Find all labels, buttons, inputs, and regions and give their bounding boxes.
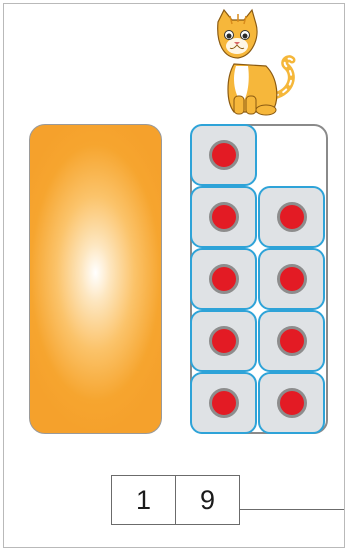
counter-dot — [209, 326, 239, 356]
cat-icon — [212, 8, 302, 120]
ones-cube — [190, 310, 257, 372]
counter-dot — [277, 264, 307, 294]
ones-cube — [190, 372, 257, 434]
ones-cube — [190, 124, 257, 186]
ones-cube — [258, 248, 325, 310]
ones-cube — [258, 310, 325, 372]
counter-dot — [209, 388, 239, 418]
ones-cube — [190, 248, 257, 310]
ones-cube — [258, 186, 325, 248]
counter-dot — [277, 388, 307, 418]
tens-rod — [29, 124, 162, 434]
ones-cube — [190, 186, 257, 248]
ones-cube — [258, 372, 325, 434]
counter-dot — [277, 202, 307, 232]
ones-digit-box: 9 — [175, 475, 240, 525]
answer-line — [240, 509, 344, 510]
counter-dot — [277, 326, 307, 356]
counter-dot — [209, 140, 239, 170]
counter-dot — [209, 202, 239, 232]
counter-dot — [209, 264, 239, 294]
tens-digit-box: 1 — [111, 475, 176, 525]
